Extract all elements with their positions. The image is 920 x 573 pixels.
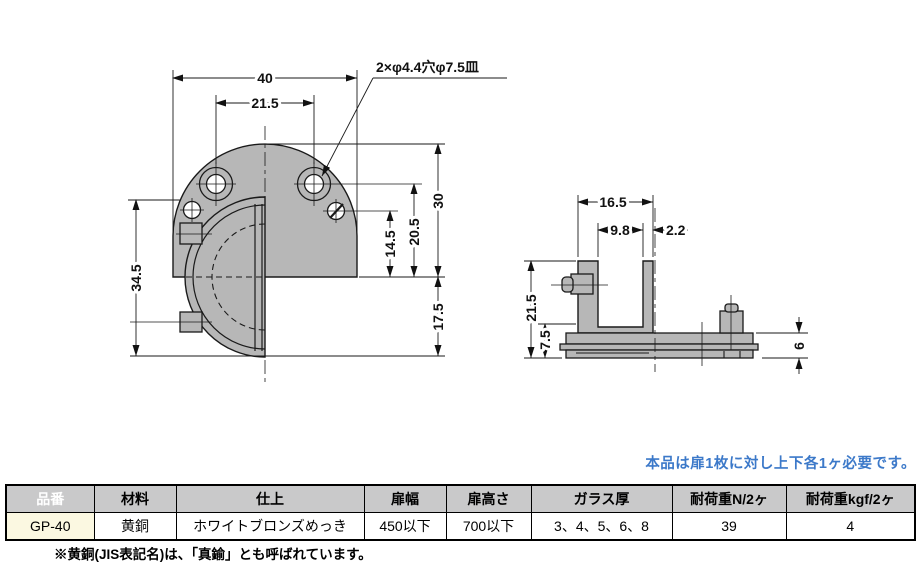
side-dimension-lines xyxy=(527,198,803,374)
side-view: 16.5 9.8 2.2 21.5 7.5 6 xyxy=(520,191,810,374)
pivot-pin-body xyxy=(719,310,744,334)
cell-finish: ホワイトブロンズめっき xyxy=(175,512,365,541)
footnote: ※黄銅(JIS表記名)は、「真鍮」とも呼ばれています。 xyxy=(54,547,372,562)
dim-label-6: 6 xyxy=(791,342,807,350)
usage-note: 本品は扉1枚に対し上下各1ヶ必要です。 xyxy=(645,456,916,472)
cell-load-newton: 39 xyxy=(671,512,787,541)
cell-door-width: 450以下 xyxy=(363,512,447,541)
clamp-pin-cap xyxy=(561,276,574,293)
front-dimension-lines xyxy=(132,74,507,356)
front-centerlines xyxy=(130,126,422,382)
hole-annotation: 2×φ4.4穴φ7.5皿 xyxy=(376,59,479,75)
dim-label-30: 30 xyxy=(430,193,446,209)
clamp-pin-body xyxy=(570,273,594,295)
dim-label-side-21-5: 21.5 xyxy=(523,294,539,321)
dim-label-2-2: 2.2 xyxy=(666,222,686,238)
technical-drawing: 40 21.5 34.5 14.5 20.5 30 17.5 2×φ4.4穴φ7… xyxy=(125,59,810,382)
pivot-pin-tip xyxy=(724,303,739,313)
front-extension-lines xyxy=(128,70,445,357)
cell-glass-thickness: 3、4、5、6、8 xyxy=(530,512,673,541)
front-view: 40 21.5 34.5 14.5 20.5 30 17.5 2×φ4.4穴φ7… xyxy=(125,59,507,382)
col-header-glass-thickness: ガラス厚 xyxy=(530,484,673,513)
dim-label-40: 40 xyxy=(257,70,273,86)
dim-label-20-5: 20.5 xyxy=(406,218,422,245)
dim-label-7-5: 7.5 xyxy=(537,330,553,350)
col-header-door-width: 扉幅 xyxy=(363,484,447,513)
cell-door-height: 700以下 xyxy=(445,512,532,541)
dim-label-17-5: 17.5 xyxy=(430,303,446,330)
col-header-finish: 仕上 xyxy=(175,484,365,513)
dim-label-34-5: 34.5 xyxy=(128,264,144,291)
side-centerlines xyxy=(551,208,732,372)
base-lower xyxy=(565,349,754,359)
cell-load-kgf: 4 xyxy=(785,512,916,541)
dim-label-16-5: 16.5 xyxy=(599,194,626,210)
table-row: GP-40 黄銅 ホワイトブロンズめっき 450以下 700以下 3、4、5、6… xyxy=(5,512,916,541)
cell-part-number: GP-40 xyxy=(5,512,95,541)
base-strip xyxy=(559,343,759,351)
col-header-door-height: 扉高さ xyxy=(445,484,532,513)
dim-label-21-5: 21.5 xyxy=(251,95,278,111)
col-header-part-number: 品番 xyxy=(5,484,95,513)
dim-label-9-8: 9.8 xyxy=(610,222,630,238)
channel-outline xyxy=(577,260,654,334)
col-header-load-kgf: 耐荷重kgf/2ヶ xyxy=(785,484,916,513)
base-plate xyxy=(565,332,754,345)
cell-material: 黄銅 xyxy=(93,512,177,541)
header-row: 品番 材料 仕上 扉幅 扉高さ ガラス厚 耐荷重N/2ヶ 耐荷重kgf/2ヶ xyxy=(5,484,916,513)
dim-label-14-5: 14.5 xyxy=(382,230,398,257)
col-header-material: 材料 xyxy=(93,484,177,513)
spec-table: 品番 材料 仕上 扉幅 扉高さ ガラス厚 耐荷重N/2ヶ 耐荷重kgf/2ヶ G… xyxy=(5,484,916,541)
clamp-tab-upper xyxy=(179,222,203,245)
col-header-load-newton: 耐荷重N/2ヶ xyxy=(671,484,787,513)
cup-inner-rim xyxy=(192,204,266,350)
